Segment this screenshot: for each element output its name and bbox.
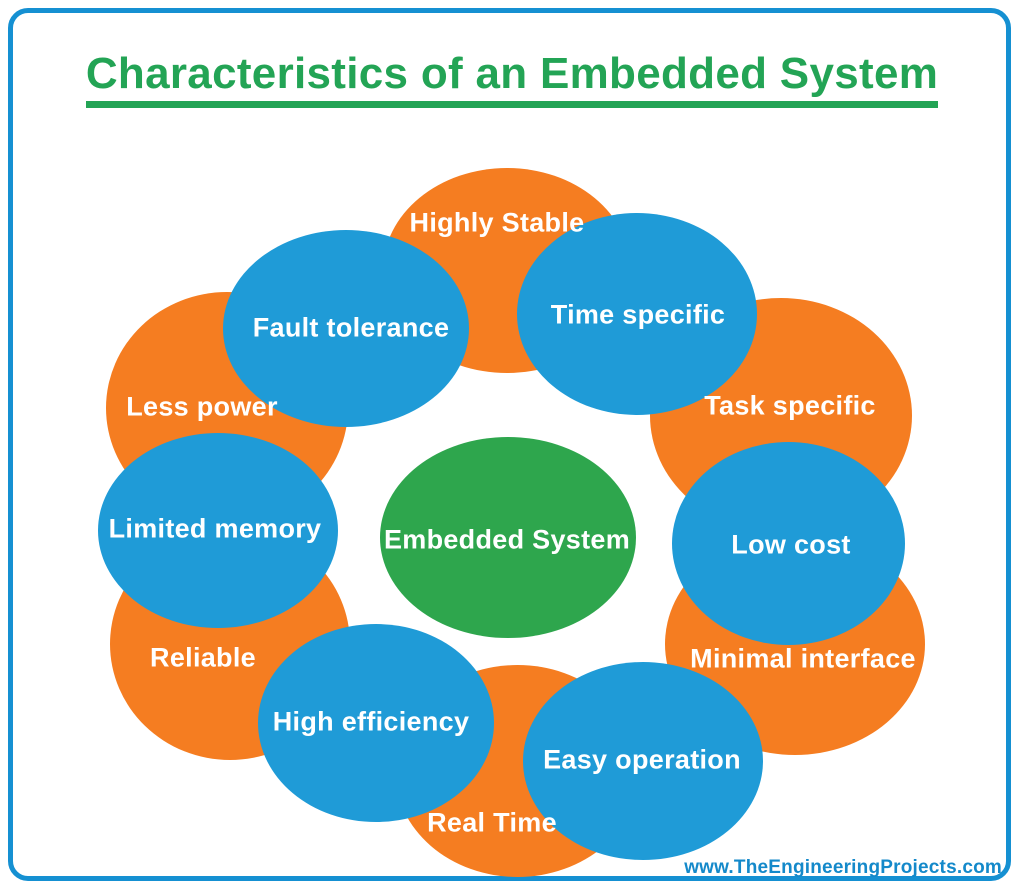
ellipse-fault-tolerance	[223, 230, 469, 427]
label-minimal-interface: Minimal interface	[690, 643, 916, 674]
ellipse-embedded-system	[380, 437, 636, 638]
label-reliable: Reliable	[150, 642, 256, 673]
label-easy-operation: Easy operation	[543, 744, 741, 775]
ellipse-limited-memory	[98, 433, 338, 628]
label-task-specific: Task specific	[704, 390, 876, 421]
label-high-efficiency: High efficiency	[272, 706, 470, 737]
label-time-specific: Time specific	[550, 299, 726, 330]
label-less-power: Less power	[126, 391, 278, 422]
label-fault-tolerance: Fault tolerance	[252, 312, 450, 343]
label-real-time: Real Time	[427, 807, 557, 838]
title-bar: Characteristics of an Embedded System	[0, 49, 1024, 109]
ellipse-time-specific	[517, 213, 757, 415]
label-low-cost: Low cost	[731, 529, 851, 560]
label-embedded-system: Embedded System	[383, 524, 631, 555]
label-highly-stable: Highly Stable	[409, 207, 585, 238]
diagram-border	[8, 8, 1011, 881]
watermark-url: www.TheEngineeringProjects.com	[684, 857, 1002, 878]
ellipse-high-efficiency	[258, 624, 494, 822]
label-limited-memory: Limited memory	[108, 513, 322, 544]
ellipse-low-cost	[672, 442, 905, 645]
ellipse-easy-operation	[523, 662, 763, 860]
page-title: Characteristics of an Embedded System	[85, 49, 939, 109]
